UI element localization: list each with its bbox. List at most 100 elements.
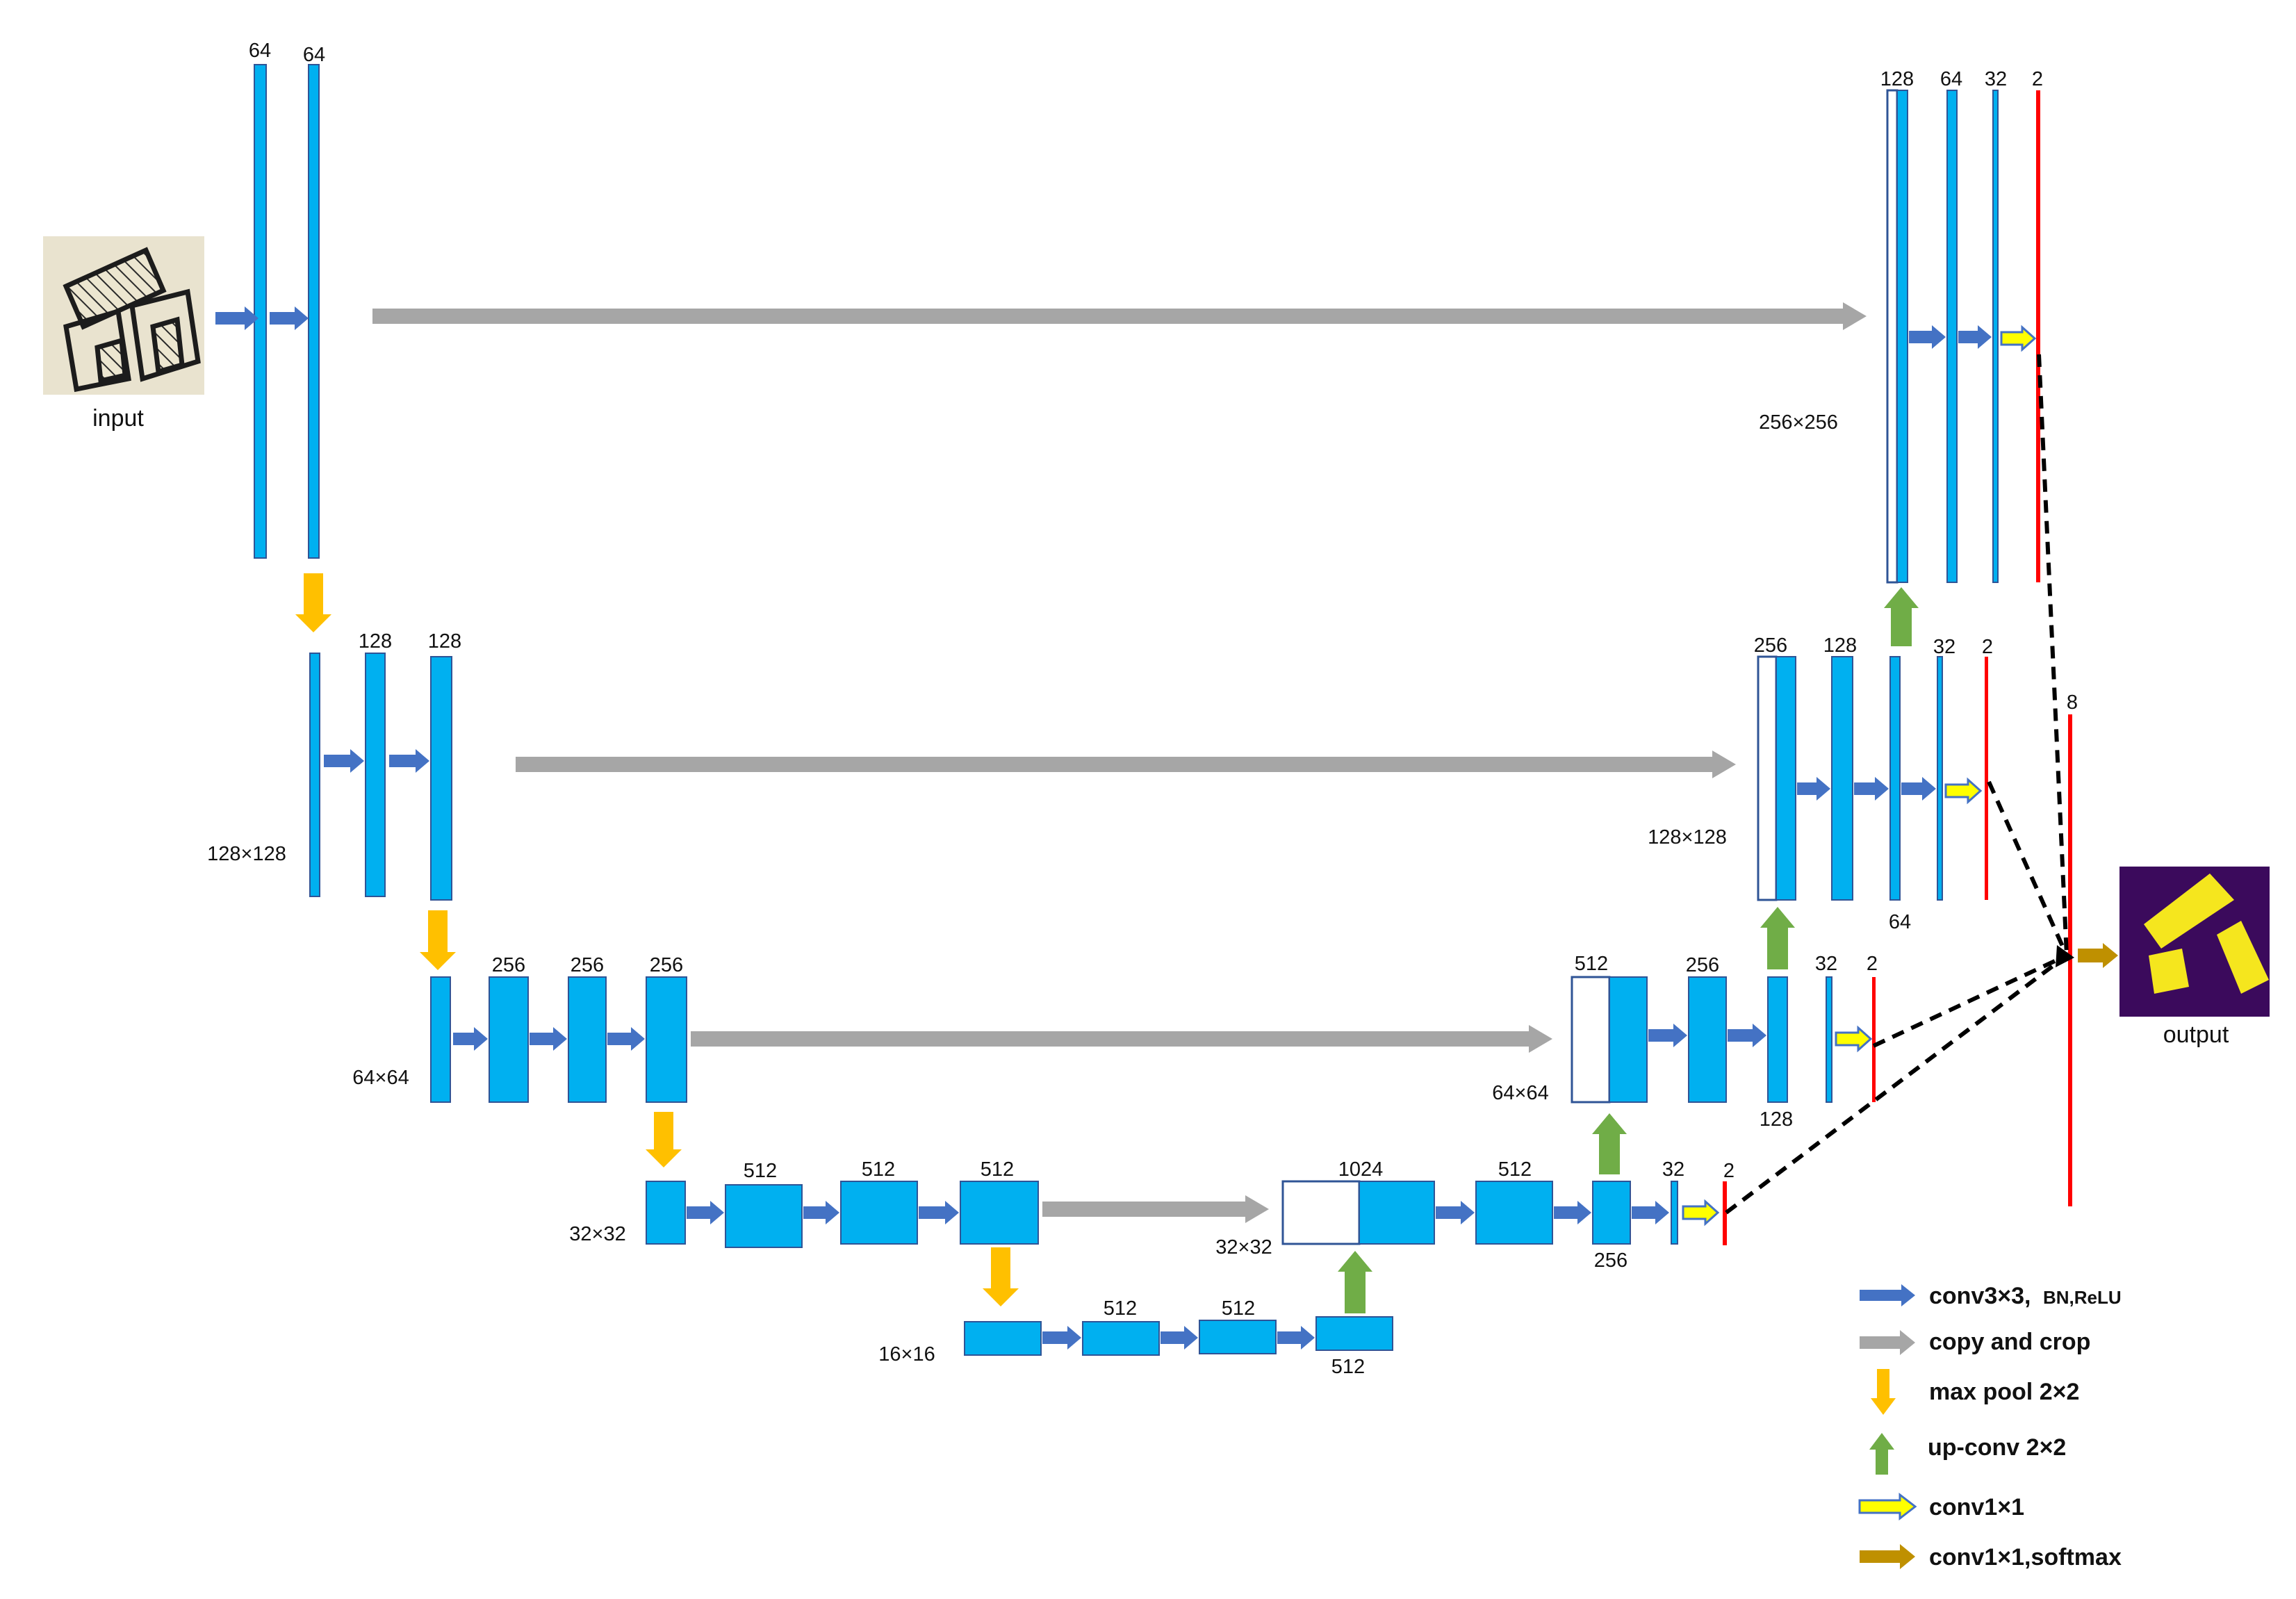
channel-label: 128 — [428, 630, 461, 653]
conv-arrow — [1909, 325, 1946, 349]
channel-label: 64 — [249, 40, 271, 62]
fusion-lines — [1725, 354, 2069, 1215]
channel-label: 2 — [1982, 636, 1993, 658]
copy-arrow-icon — [1860, 1330, 1915, 1355]
channel-label: 256 — [492, 954, 525, 976]
conv1x1-arrow — [1944, 777, 1983, 805]
conv-arrow — [453, 1027, 488, 1051]
feature-map-u2-3 — [1889, 656, 1901, 901]
conv-arrow — [607, 1027, 645, 1051]
channel-label: 32 — [1985, 68, 2007, 90]
copied-map-u1 — [1886, 89, 1899, 584]
pool-arrow — [983, 1247, 1019, 1306]
channel-label: 256 — [1754, 634, 1787, 657]
output-label: output — [2163, 1022, 2229, 1048]
copied-map-u2 — [1757, 655, 1778, 901]
channel-label: 32 — [1662, 1158, 1684, 1181]
channel-label: 8 — [2067, 691, 2078, 714]
feature-map-l3-1 — [489, 976, 529, 1103]
conv-arrow — [1277, 1326, 1315, 1350]
conv-arrow — [919, 1201, 959, 1224]
feature-map-b-2 — [1199, 1320, 1277, 1354]
feature-map-u3-2 — [1688, 976, 1727, 1103]
legend-item-upconv: up-conv 2×2 — [1869, 1433, 2066, 1475]
channel-label: 512 — [1222, 1297, 1255, 1320]
fusion-map — [2068, 714, 2072, 1206]
size-label: 256×256 — [1759, 411, 1838, 434]
copy-arrow-icon — [1860, 1330, 1915, 1355]
feature-map-b-0 — [964, 1321, 1042, 1356]
size-label: 128×128 — [207, 843, 286, 865]
channel-label: 512 — [1498, 1158, 1532, 1181]
legend-item-softmax: conv1×1,softmax — [1860, 1544, 2122, 1571]
legend-label: conv1×1 — [1929, 1494, 2024, 1520]
channel-label: 128 — [1760, 1108, 1793, 1131]
upconv-arrow — [1338, 1251, 1372, 1313]
feature-map-u3-1 — [1609, 976, 1648, 1103]
output-map-u3 — [1872, 977, 1876, 1102]
size-label: 16×16 — [878, 1343, 935, 1366]
feature-map-u1-2 — [1946, 90, 1958, 583]
feature-map-u2-2 — [1831, 656, 1853, 901]
conv1x1-arrow — [1835, 1025, 1873, 1053]
output-map-u4 — [1723, 1181, 1727, 1245]
upconv-arrow — [1760, 907, 1795, 969]
arrows — [215, 302, 2118, 1350]
feature-map-l1-2 — [308, 64, 320, 559]
size-label: 32×32 — [569, 1223, 625, 1245]
feature-map-u2-1 — [1776, 656, 1796, 901]
conv1x1-arrow — [2000, 325, 2037, 352]
feature-map-u4-4 — [1671, 1181, 1678, 1245]
upconv-arrow-icon — [1869, 1433, 1894, 1475]
conv-arrow — [215, 306, 259, 330]
feature-map-u3-4 — [1826, 976, 1832, 1103]
conv-arrow — [803, 1201, 839, 1224]
channel-label: 128 — [359, 630, 392, 653]
legend-label: copy and crop — [1929, 1329, 2090, 1355]
conv-arrow — [1436, 1201, 1475, 1224]
pool-arrow-icon — [1871, 1369, 1896, 1415]
legend-item-conv: conv3×3, BN,ReLU — [1860, 1283, 2122, 1309]
conv1x1-arrow — [1682, 1199, 1720, 1227]
channel-label: 64 — [303, 44, 325, 66]
softmax-arrow-icon — [1860, 1544, 1915, 1569]
feature-map-l2-1 — [365, 653, 386, 897]
feature-map-u3-3 — [1767, 976, 1788, 1103]
channel-label: 64 — [1889, 911, 1911, 933]
conv-arrow — [324, 749, 364, 773]
feature-map-u4-3 — [1592, 1181, 1631, 1245]
conv-arrow — [1901, 777, 1936, 801]
conv-arrow — [1728, 1024, 1766, 1047]
upconv-arrow — [1592, 1113, 1627, 1174]
channel-label: 1024 — [1338, 1158, 1384, 1181]
channel-label: 256 — [650, 954, 683, 976]
pool-arrow — [295, 573, 331, 632]
channel-label: 256 — [1686, 954, 1719, 976]
feature-map-l1-1 — [254, 64, 267, 559]
conv-arrow — [687, 1201, 724, 1224]
channel-label: 512 — [981, 1158, 1014, 1181]
feature-map-l3-3 — [646, 976, 687, 1103]
feature-map-u2-4 — [1937, 656, 1943, 901]
channel-label: 512 — [1575, 953, 1608, 975]
feature-map-l4-3 — [960, 1181, 1039, 1245]
conv-arrow — [1161, 1326, 1198, 1350]
legend-label-sub: BN,ReLU — [2043, 1287, 2122, 1308]
size-label: 32×32 — [1215, 1236, 1272, 1258]
channel-label: 32 — [1933, 636, 1955, 658]
upconv-arrow-icon — [1869, 1433, 1894, 1475]
feature-map-l2-2 — [430, 656, 452, 901]
channel-label: 256 — [1594, 1249, 1627, 1272]
legend-label: up-conv 2×2 — [1928, 1434, 2066, 1461]
copy-arrow — [372, 302, 1867, 330]
channel-label: 256 — [571, 954, 604, 976]
size-label: 128×128 — [1648, 826, 1727, 848]
channel-label: 32 — [1815, 953, 1837, 975]
channel-label: 64 — [1940, 68, 1962, 90]
feature-map-l4-0 — [646, 1181, 686, 1245]
feature-map-u1-3 — [1992, 90, 1999, 583]
upconv-arrow — [1884, 587, 1919, 646]
feature-map-l4-1 — [725, 1184, 803, 1248]
